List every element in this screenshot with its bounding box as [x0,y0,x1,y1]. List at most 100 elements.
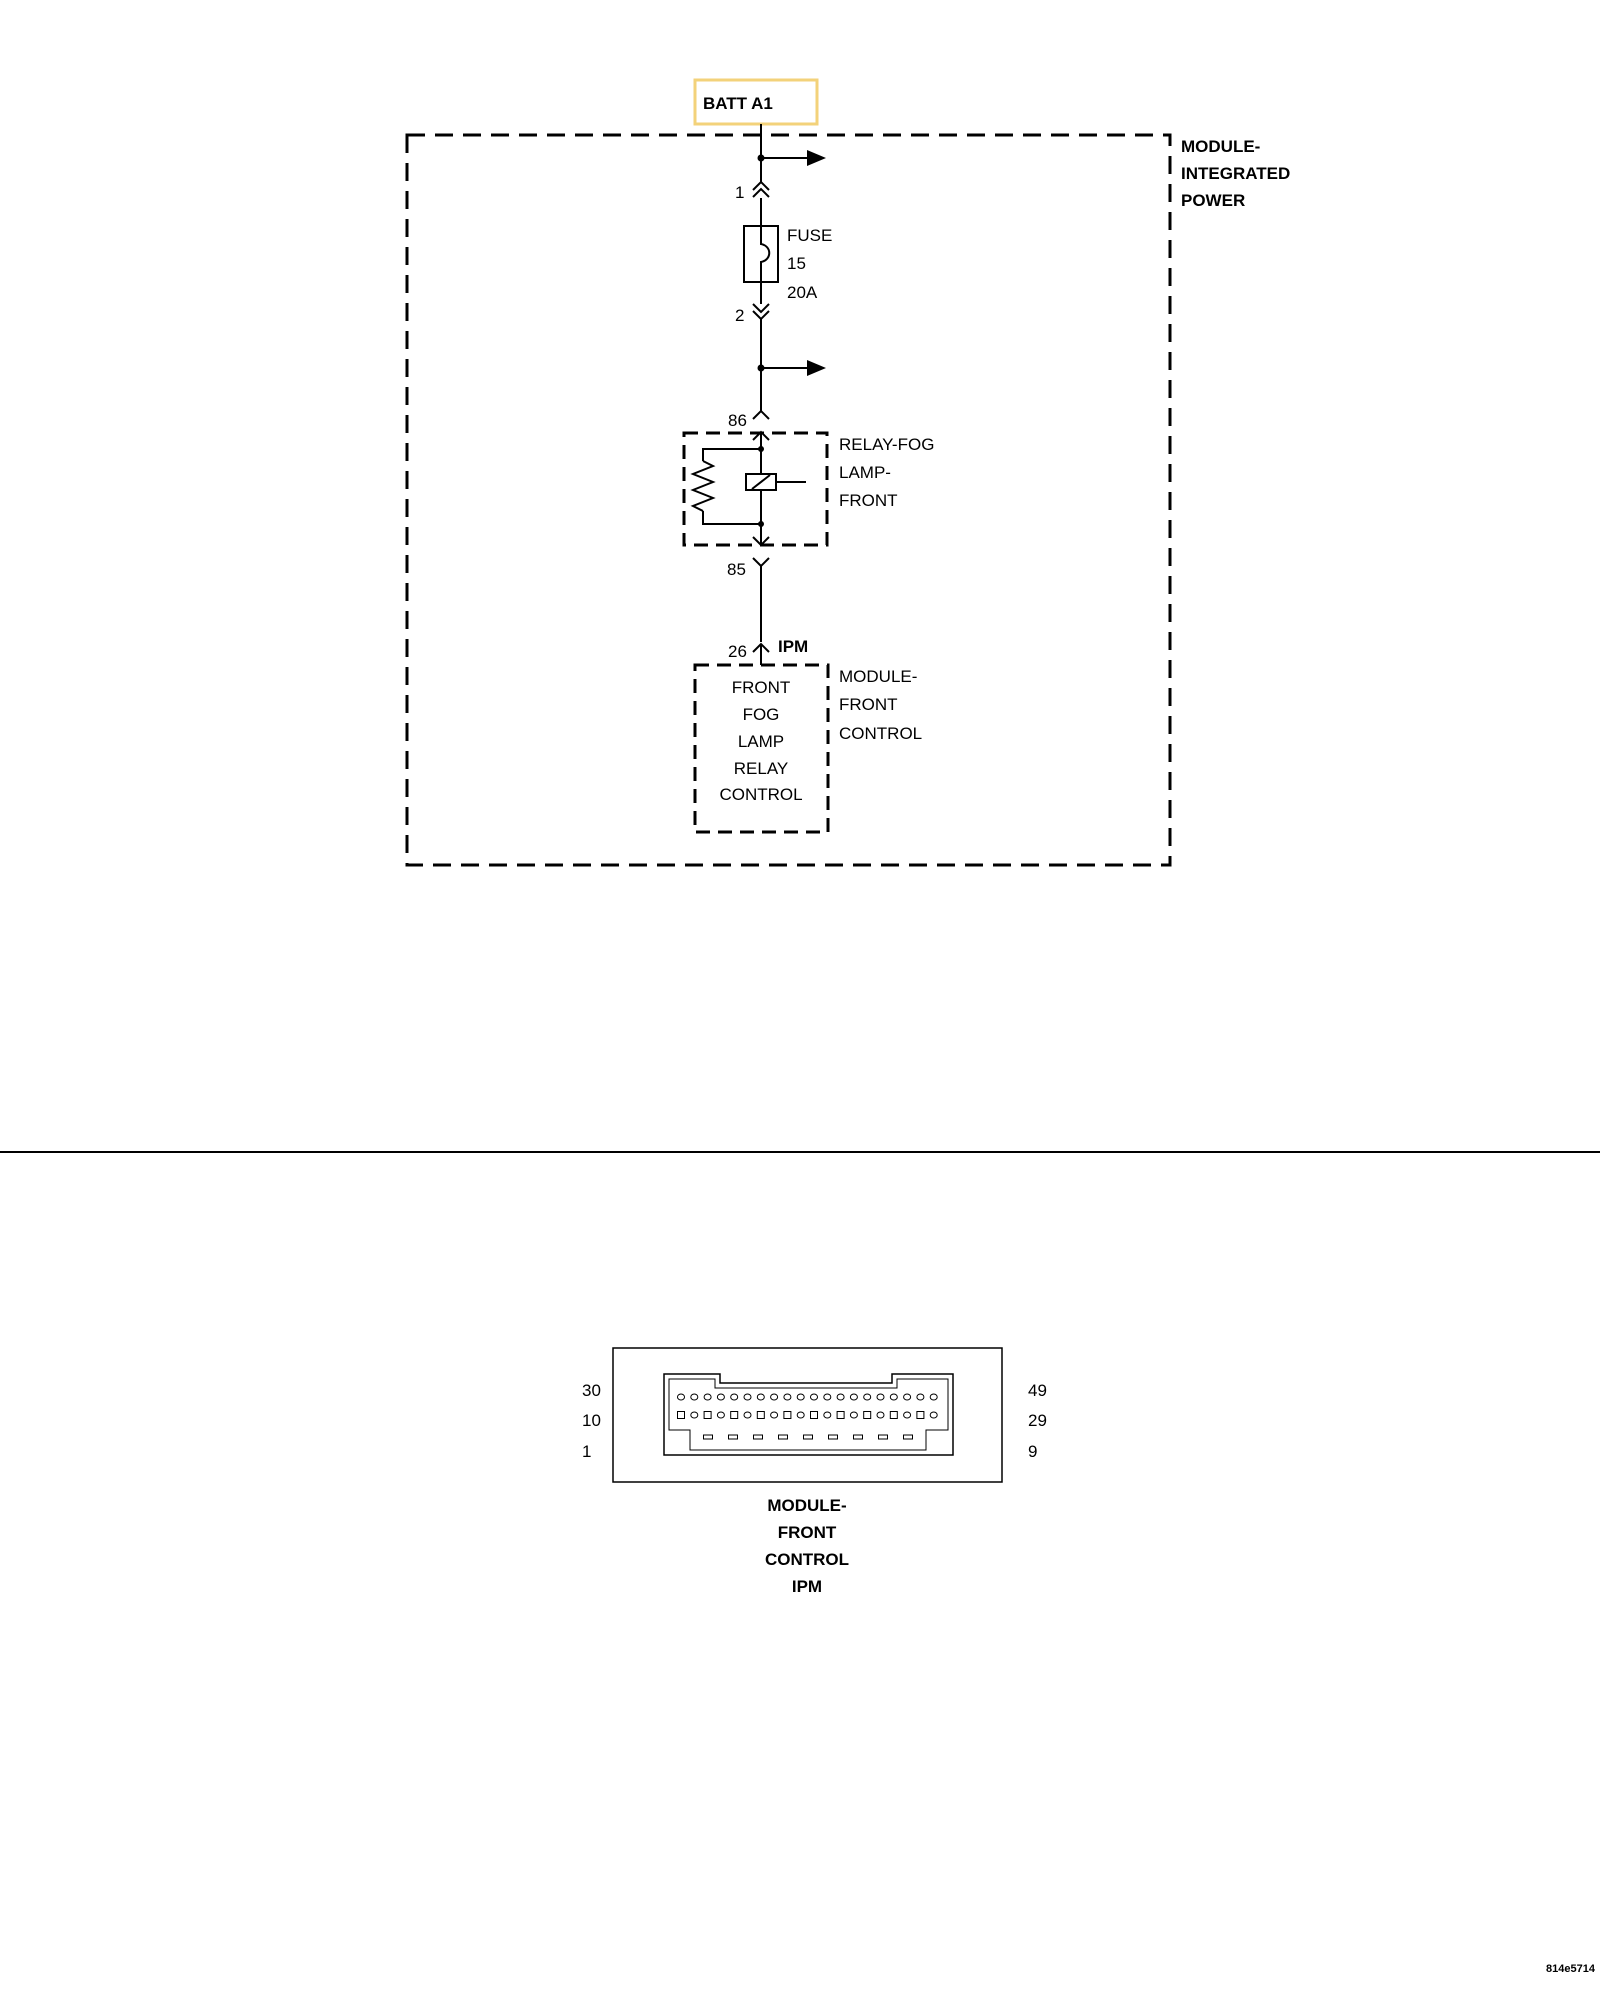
connector-pin-cavity [690,1393,699,1401]
fcm-ipm-connector-face[interactable] [612,1347,1003,1483]
svg-text:FRONT: FRONT [732,678,791,697]
connector-pin-cavity [690,1411,699,1419]
svg-text:LAMP-: LAMP- [839,463,891,482]
svg-text:1: 1 [582,1442,591,1461]
svg-text:FRONT: FRONT [839,491,898,510]
ipm-module-label: MODULE- INTEGRATED POWER [1181,137,1290,210]
connector-right-pin-labels: 49 29 9 [1028,1381,1047,1461]
relay-junction-top [758,446,764,452]
svg-text:15: 15 [787,254,806,273]
svg-text:10: 10 [582,1411,601,1430]
fuse-label: FUSE 15 20A [787,226,832,302]
ipm-module-boundary [405,133,1172,867]
splice-arrow-top [757,150,826,166]
connector-pin-cavity [828,1434,838,1440]
connector-pin-cavity [703,1411,712,1419]
relay-pin-86-connector [752,409,770,420]
connector-pin-cavity [836,1393,845,1401]
connector-pin-cavity [756,1393,765,1401]
connector-pin-cavity [716,1411,725,1419]
svg-text:FRONT: FRONT [839,695,898,714]
svg-text:IPM: IPM [792,1577,822,1596]
svg-text:MODULE-: MODULE- [767,1496,846,1515]
connector-pin-cavity [823,1411,832,1419]
svg-text:MODULE-: MODULE- [839,667,917,686]
svg-text:LAMP: LAMP [738,732,784,751]
connector-pin-cavity [863,1411,872,1419]
connector-pin-cavity [836,1411,845,1419]
svg-text:9: 9 [1028,1442,1037,1461]
svg-text:POWER: POWER [1181,191,1245,210]
fcm-circuit-boundary [693,663,830,834]
relay-pin-86-label: 86 [728,411,747,430]
connector-pin-cavity [756,1411,765,1419]
svg-text:CONTROL: CONTROL [765,1550,849,1569]
connector-pin-cavity [849,1393,858,1401]
pin-row-top [677,1393,938,1401]
connector-pin-cavity [783,1411,792,1419]
fuse-pin-2-label: 2 [735,306,744,325]
connector-pin-cavity [889,1393,898,1401]
fuse-15-symbol[interactable] [743,225,779,283]
svg-text:20A: 20A [787,283,818,302]
connector-pin-cavity [876,1411,885,1419]
splice-arrow-mid [757,360,826,376]
batt-a1-label-box[interactable]: BATT A1 [693,78,819,126]
connector-pin-cavity [730,1393,739,1401]
connector-pin-cavity [783,1393,792,1401]
svg-text:CONTROL: CONTROL [719,785,802,804]
pin-row-bottom [703,1434,913,1440]
connector-pin-cavity [823,1393,832,1401]
connector-pin-cavity [916,1393,925,1401]
svg-text:FUSE: FUSE [787,226,832,245]
connector-pin-cavity [903,1434,913,1440]
fuse-pin-2-connector [752,303,770,321]
drawing-code: 814e5714 [1546,1963,1596,1975]
connector-pin-cavity [810,1393,818,1401]
connector-pin-cavity [716,1393,725,1401]
connector-caption: MODULE- FRONT CONTROL IPM [765,1496,849,1596]
connector-pin-cavity [770,1411,779,1419]
connector-pin-cavity [703,1434,713,1440]
connector-pin-cavity [853,1434,863,1440]
connector-pin-cavity [778,1434,788,1440]
relay-fog-lamp-front-symbol[interactable] [690,430,806,547]
connector-pin-cavity [770,1393,779,1401]
connector-pin-cavity [796,1393,805,1401]
svg-text:29: 29 [1028,1411,1047,1430]
connector-left-pin-labels: 30 10 1 [582,1381,601,1461]
connector-pin-cavity [903,1411,912,1419]
connector-pin-cavity [803,1434,813,1440]
connector-pin-cavity [743,1393,752,1401]
relay-pin-85-connector [752,557,770,568]
connector-pin-cavity [889,1411,898,1419]
connector-pin-cavity [929,1411,938,1419]
relay-junction-bottom [758,521,764,527]
svg-text:MODULE-: MODULE- [1181,137,1260,156]
svg-text:CONTROL: CONTROL [839,724,922,743]
fcm-module-label: MODULE- FRONT CONTROL [839,667,922,743]
connector-pin-cavity [903,1393,912,1401]
svg-text:RELAY-FOG: RELAY-FOG [839,435,934,454]
svg-text:FRONT: FRONT [778,1523,837,1542]
relay-pin-85-label: 85 [727,560,746,579]
connector-pin-cavity [677,1411,685,1419]
connector-pin-cavity [810,1411,818,1419]
connector-pin-cavity [849,1411,858,1419]
svg-text:49: 49 [1028,1381,1047,1400]
connector-pin-cavity [878,1434,888,1440]
svg-text:RELAY: RELAY [734,759,789,778]
fcm-circuit-label: FRONT FOG LAMP RELAY CONTROL [719,678,802,804]
connector-pin-cavity [677,1393,685,1401]
connector-pin-cavity [703,1393,712,1401]
fcm-pin-26-label: 26 [728,642,747,661]
relay-fog-lamp-front-boundary [682,431,829,547]
connector-pin-cavity [876,1393,885,1401]
fuse-pin-1-label: 1 [735,183,744,202]
fuse-pin-1-connector [752,180,770,198]
connector-pin-cavity [916,1411,925,1419]
connector-pin-cavity [929,1393,938,1401]
relay-label: RELAY-FOG LAMP- FRONT [839,435,934,510]
fcm-connector-ipm-label: IPM [778,637,808,656]
